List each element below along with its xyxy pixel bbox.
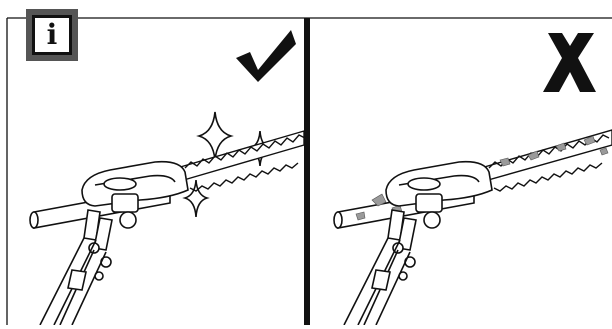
panel-divider (304, 18, 310, 325)
handle-mount (40, 210, 112, 325)
cutter-bar-clean (170, 131, 305, 191)
cross-icon (543, 33, 596, 92)
info-icon-frame: i (32, 15, 72, 55)
panel-correct (30, 30, 305, 325)
sparkle-icon (199, 112, 231, 160)
info-glyph: i (47, 21, 58, 49)
sparkle-icon (185, 180, 207, 217)
panel-incorrect (334, 33, 612, 325)
info-icon: i (26, 9, 78, 61)
checkmark-icon (236, 30, 296, 82)
handle-mount (344, 210, 416, 325)
